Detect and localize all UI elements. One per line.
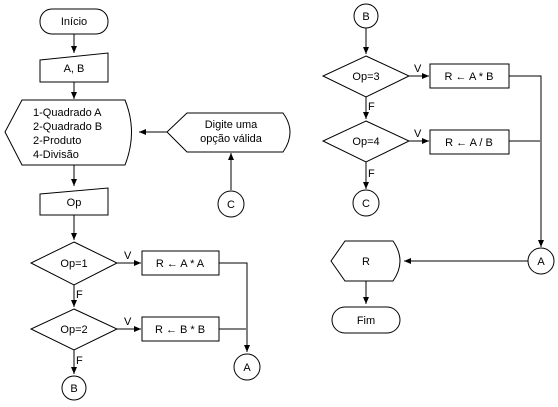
connector-a-right: A (527, 247, 555, 275)
op1-true-label: V (124, 250, 132, 262)
end-terminator: Fim (331, 306, 401, 334)
decision-op4: Op=4 (321, 120, 411, 163)
connector-b-bottom-label: B (70, 383, 77, 395)
process-product: R ← A * B (429, 63, 510, 89)
output-r-label: R (362, 256, 370, 268)
decision-op1-label: Op=1 (60, 258, 87, 270)
connector-c-left: C (217, 190, 245, 218)
connector-b-top: B (353, 3, 379, 29)
op2-false-label: F (76, 355, 83, 367)
decision-op2-label: Op=2 (60, 324, 87, 336)
connector-b-top-label: B (362, 11, 369, 23)
process-square-b-label: R ← B * B (155, 324, 205, 336)
decision-op1: Op=1 (29, 241, 119, 286)
menu-display: 1-Quadrado A 2-Quadrado B 2-Produto 4-Di… (4, 99, 132, 166)
input-ab-label: A, B (64, 63, 85, 75)
connector-c-left-label: C (227, 199, 235, 211)
connector-a-left-label: A (243, 362, 251, 374)
decision-op2: Op=2 (29, 308, 119, 351)
decision-op3: Op=3 (321, 55, 411, 98)
start-terminator: Início (39, 8, 109, 35)
output-r: R (330, 240, 401, 282)
process-product-label: R ← A * B (445, 71, 494, 83)
decision-op4-label: Op=4 (352, 136, 379, 148)
arrow-product-to-connector-a (509, 75, 544, 247)
connector-a-left: A (233, 353, 261, 381)
arrow-square-a-to-connector-a (219, 262, 250, 352)
process-division: R ← A / B (429, 129, 510, 155)
input-op-label: Op (67, 197, 82, 209)
process-square-a: R ← A * A (141, 250, 220, 276)
connector-c-right: C (352, 189, 380, 217)
process-square-b: R ← B * B (141, 316, 220, 342)
menu-line-2: 2-Quadrado B (33, 121, 102, 133)
op4-false-label: F (368, 168, 375, 180)
op1-false-label: F (76, 289, 83, 301)
connector-a-right-label: A (537, 256, 545, 268)
decision-op3-label: Op=3 (352, 71, 379, 83)
process-square-a-label: R ← A * A (156, 258, 205, 270)
input-ab: A, B (39, 52, 109, 83)
menu-line-4: 4-Divisão (33, 149, 79, 161)
connector-c-right-label: C (362, 198, 370, 210)
process-division-label: R ← A / B (445, 137, 493, 149)
menu-line-1: 1-Quadrado A (33, 107, 102, 119)
op3-true-label: V (414, 63, 422, 75)
menu-line-3: 2-Produto (33, 135, 81, 147)
invalid-msg-line-1: Digite uma (205, 119, 258, 131)
op4-true-label: V (414, 128, 422, 140)
connector-b-bottom: B (61, 375, 87, 401)
input-op: Op (39, 187, 109, 216)
op2-true-label: V (124, 316, 132, 328)
invalid-msg-line-2: opção válida (200, 133, 263, 145)
op3-false-label: F (368, 101, 375, 113)
end-label: Fim (357, 315, 375, 327)
invalid-option-display: Digite uma opção válida (166, 112, 291, 153)
start-label: Início (61, 16, 87, 28)
